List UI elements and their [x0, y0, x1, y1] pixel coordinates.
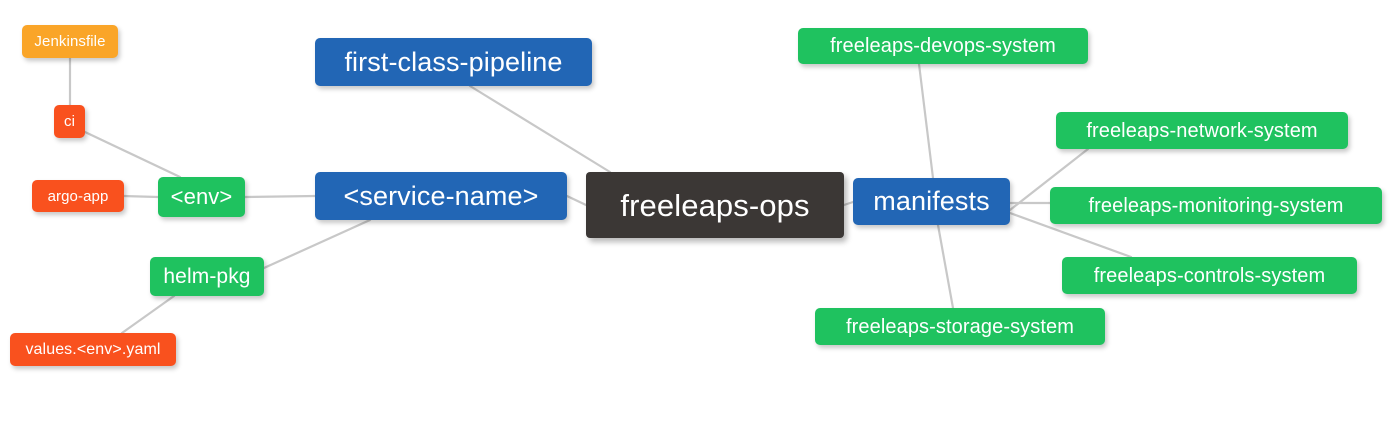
node-values-env-yaml[interactable]: values.<env>.yaml: [10, 333, 176, 366]
edge-service-name-to-helm-pkg: [262, 218, 372, 270]
node-manifests[interactable]: manifests: [853, 178, 1010, 225]
edge-freeleaps-ops-to-first-class-pipeline: [468, 84, 612, 174]
node-freeleaps-controls-system[interactable]: freeleaps-controls-system: [1062, 257, 1357, 294]
node-label-env: <env>: [170, 184, 233, 209]
edge-service-name-to-env: [243, 194, 317, 199]
edge-helm-pkg-to-values-env-yaml: [120, 294, 176, 335]
edge-manifests-to-freeleaps-devops-system: [917, 62, 935, 180]
node-label-values-env-yaml: values.<env>.yaml: [25, 340, 161, 358]
node-helm-pkg[interactable]: helm-pkg: [150, 257, 264, 296]
node-label-jenkinsfile: Jenkinsfile: [34, 33, 106, 50]
node-label-freeleaps-devops-system: freeleaps-devops-system: [830, 35, 1056, 57]
node-label-helm-pkg: helm-pkg: [163, 265, 251, 288]
node-jenkinsfile[interactable]: Jenkinsfile: [22, 25, 118, 58]
edge-env-to-ci: [83, 130, 182, 179]
edge-manifests-to-freeleaps-storage-system: [936, 223, 955, 310]
node-argo-app[interactable]: argo-app: [32, 180, 124, 212]
node-label-argo-app: argo-app: [47, 187, 109, 205]
node-label-freeleaps-monitoring-system: freeleaps-monitoring-system: [1088, 194, 1344, 217]
node-service-name[interactable]: <service-name>: [315, 172, 567, 220]
edge-freeleaps-ops-to-manifests: [842, 200, 855, 207]
node-label-first-class-pipeline: first-class-pipeline: [344, 46, 563, 77]
node-freeleaps-storage-system[interactable]: freeleaps-storage-system: [815, 308, 1105, 345]
node-label-manifests: manifests: [873, 186, 990, 216]
node-freeleaps-ops[interactable]: freeleaps-ops: [586, 172, 844, 238]
node-freeleaps-network-system[interactable]: freeleaps-network-system: [1056, 112, 1348, 149]
edge-freeleaps-ops-to-service-name: [565, 194, 588, 207]
node-label-freeleaps-storage-system: freeleaps-storage-system: [845, 315, 1075, 338]
node-label-freeleaps-ops: freeleaps-ops: [620, 187, 810, 223]
node-label-ci: ci: [63, 113, 76, 130]
node-env[interactable]: <env>: [158, 177, 245, 217]
node-ci[interactable]: ci: [54, 105, 85, 138]
node-label-service-name: <service-name>: [343, 180, 539, 211]
edge-env-to-argo-app: [122, 194, 160, 199]
node-first-class-pipeline[interactable]: first-class-pipeline: [315, 38, 592, 86]
node-freeleaps-monitoring-system[interactable]: freeleaps-monitoring-system: [1050, 187, 1382, 224]
node-freeleaps-devops-system[interactable]: freeleaps-devops-system: [798, 28, 1088, 64]
node-label-freeleaps-network-system: freeleaps-network-system: [1086, 119, 1318, 142]
node-label-freeleaps-controls-system: freeleaps-controls-system: [1093, 264, 1326, 287]
